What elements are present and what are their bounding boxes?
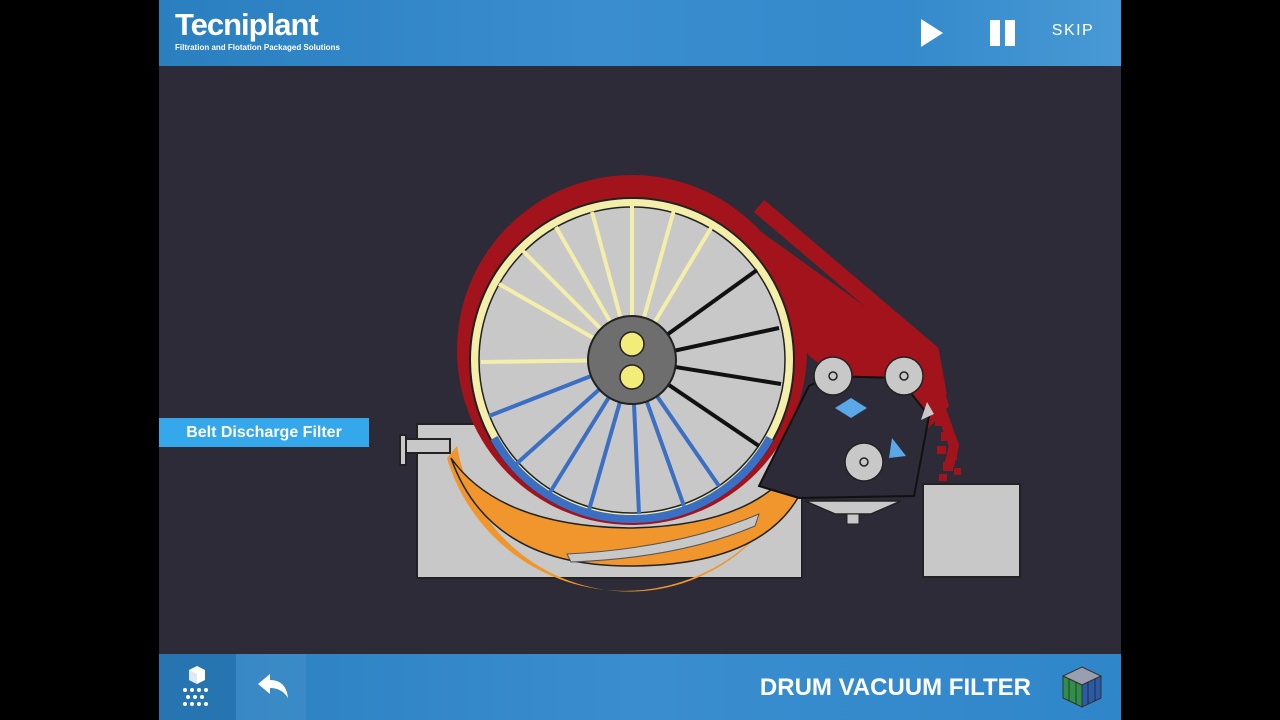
pause-icon (990, 20, 1015, 46)
pause-button[interactable] (987, 17, 1019, 49)
cube-menu-button[interactable] (1059, 664, 1105, 710)
home-button[interactable] (159, 654, 236, 720)
play-button[interactable] (917, 17, 949, 49)
drum-filter-diagram (399, 175, 1021, 592)
app-window: Tecniplant Filtration and Flotation Pack… (159, 0, 1121, 720)
home-icon (183, 666, 208, 706)
top-bar: Tecniplant Filtration and Flotation Pack… (159, 0, 1121, 66)
brand-logo: Tecniplant Filtration and Flotation Pack… (175, 8, 340, 53)
back-button[interactable] (236, 654, 306, 720)
cube-icon (1061, 666, 1103, 708)
play-icon (921, 19, 943, 47)
brand-tagline: Filtration and Flotation Packaged Soluti… (175, 43, 340, 52)
back-arrow-icon (258, 674, 288, 698)
collection-bin (922, 483, 1021, 578)
module-title: DRUM VACUUM FILTER (759, 674, 1031, 701)
discharged-cake (935, 416, 961, 481)
animation-stage: Belt Discharge Filter (159, 66, 1121, 654)
bottom-bar: DRUM VACUUM FILTER (159, 654, 1121, 720)
skip-button[interactable]: SKIP (1051, 22, 1095, 39)
brand-name: Tecniplant (175, 7, 319, 42)
component-label: Belt Discharge Filter (159, 418, 369, 447)
rotary-drum (469, 197, 795, 523)
discharge-rollers (757, 356, 934, 525)
